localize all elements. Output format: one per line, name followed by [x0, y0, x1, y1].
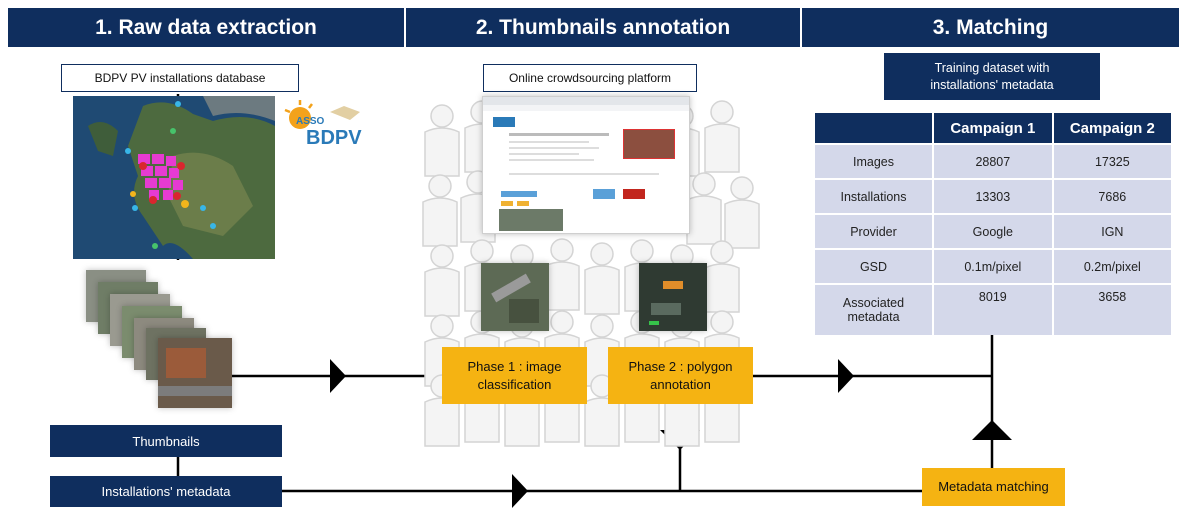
phase1-box: Phase 1 : image classification: [442, 347, 587, 404]
platform-label: Online crowdsourcing platform: [483, 64, 697, 92]
row-label: Installations: [815, 178, 934, 214]
row-label: GSD: [815, 248, 934, 284]
bdpv-logo: ASSO BDPV: [282, 98, 372, 152]
arrow-right-2: [838, 359, 854, 393]
cell-campaign-1: 28807: [933, 143, 1054, 179]
header-raw-data-extraction: 1. Raw data extraction: [8, 8, 406, 47]
metadata-matching-box: Metadata matching: [922, 468, 1065, 506]
thumbnail-image: [158, 338, 232, 408]
table-row: GSD 0.1m/pixel 0.2m/pixel: [815, 248, 1171, 284]
logo-small-text: ASSO: [296, 116, 325, 127]
cell-campaign-1: 0.1m/pixel: [933, 248, 1054, 284]
training-dataset-label: Training dataset with installations' met…: [884, 53, 1100, 100]
cell-campaign-1: Google: [933, 213, 1054, 249]
table-header-campaign-1: Campaign 1: [933, 113, 1054, 144]
cell-campaign-2: 0.2m/pixel: [1052, 248, 1171, 284]
arrow-right-1: [330, 359, 346, 393]
thumbnails-label: Thumbnails: [50, 425, 282, 457]
phase2-box: Phase 2 : polygon annotation: [608, 347, 753, 404]
logo-text: BDPV: [306, 127, 362, 149]
campaign-table: Campaign 1 Campaign 2 Images 28807 17325…: [815, 113, 1171, 335]
table-row: Images 28807 17325: [815, 143, 1171, 179]
cell-campaign-2: 7686: [1052, 178, 1171, 214]
installations-metadata-label: Installations' metadata: [50, 476, 282, 507]
pv-installations-map: [73, 96, 275, 259]
row-label: Associated metadata: [815, 283, 934, 335]
map-markers: [138, 154, 183, 200]
cell-campaign-2: 3658: [1052, 283, 1171, 335]
phase1-aerial-image: [481, 263, 549, 331]
cell-campaign-1: 13303: [933, 178, 1054, 214]
table-row: Provider Google IGN: [815, 213, 1171, 249]
header-thumbnails-annotation: 2. Thumbnails annotation: [406, 8, 802, 47]
table-header-row: Campaign 1 Campaign 2: [815, 113, 1171, 144]
arrow-up: [972, 420, 1012, 440]
cell-campaign-2: IGN: [1052, 213, 1171, 249]
row-label: Provider: [815, 213, 934, 249]
database-label: BDPV PV installations database: [61, 64, 299, 92]
thumbnail-stack: [86, 270, 236, 410]
cell-campaign-2: 17325: [1052, 143, 1171, 179]
table-header-campaign-2: Campaign 2: [1052, 113, 1171, 144]
table-row: Associated metadata 8019 3658: [815, 283, 1171, 335]
table-row: Installations 13303 7686: [815, 178, 1171, 214]
table-header-empty: [815, 113, 934, 144]
header-matching: 3. Matching: [802, 8, 1179, 47]
arrow-right-3: [512, 474, 528, 508]
platform-screenshot: [482, 96, 690, 234]
phase2-aerial-image: [639, 263, 707, 331]
cell-campaign-1: 8019: [933, 283, 1054, 335]
row-label: Images: [815, 143, 934, 179]
